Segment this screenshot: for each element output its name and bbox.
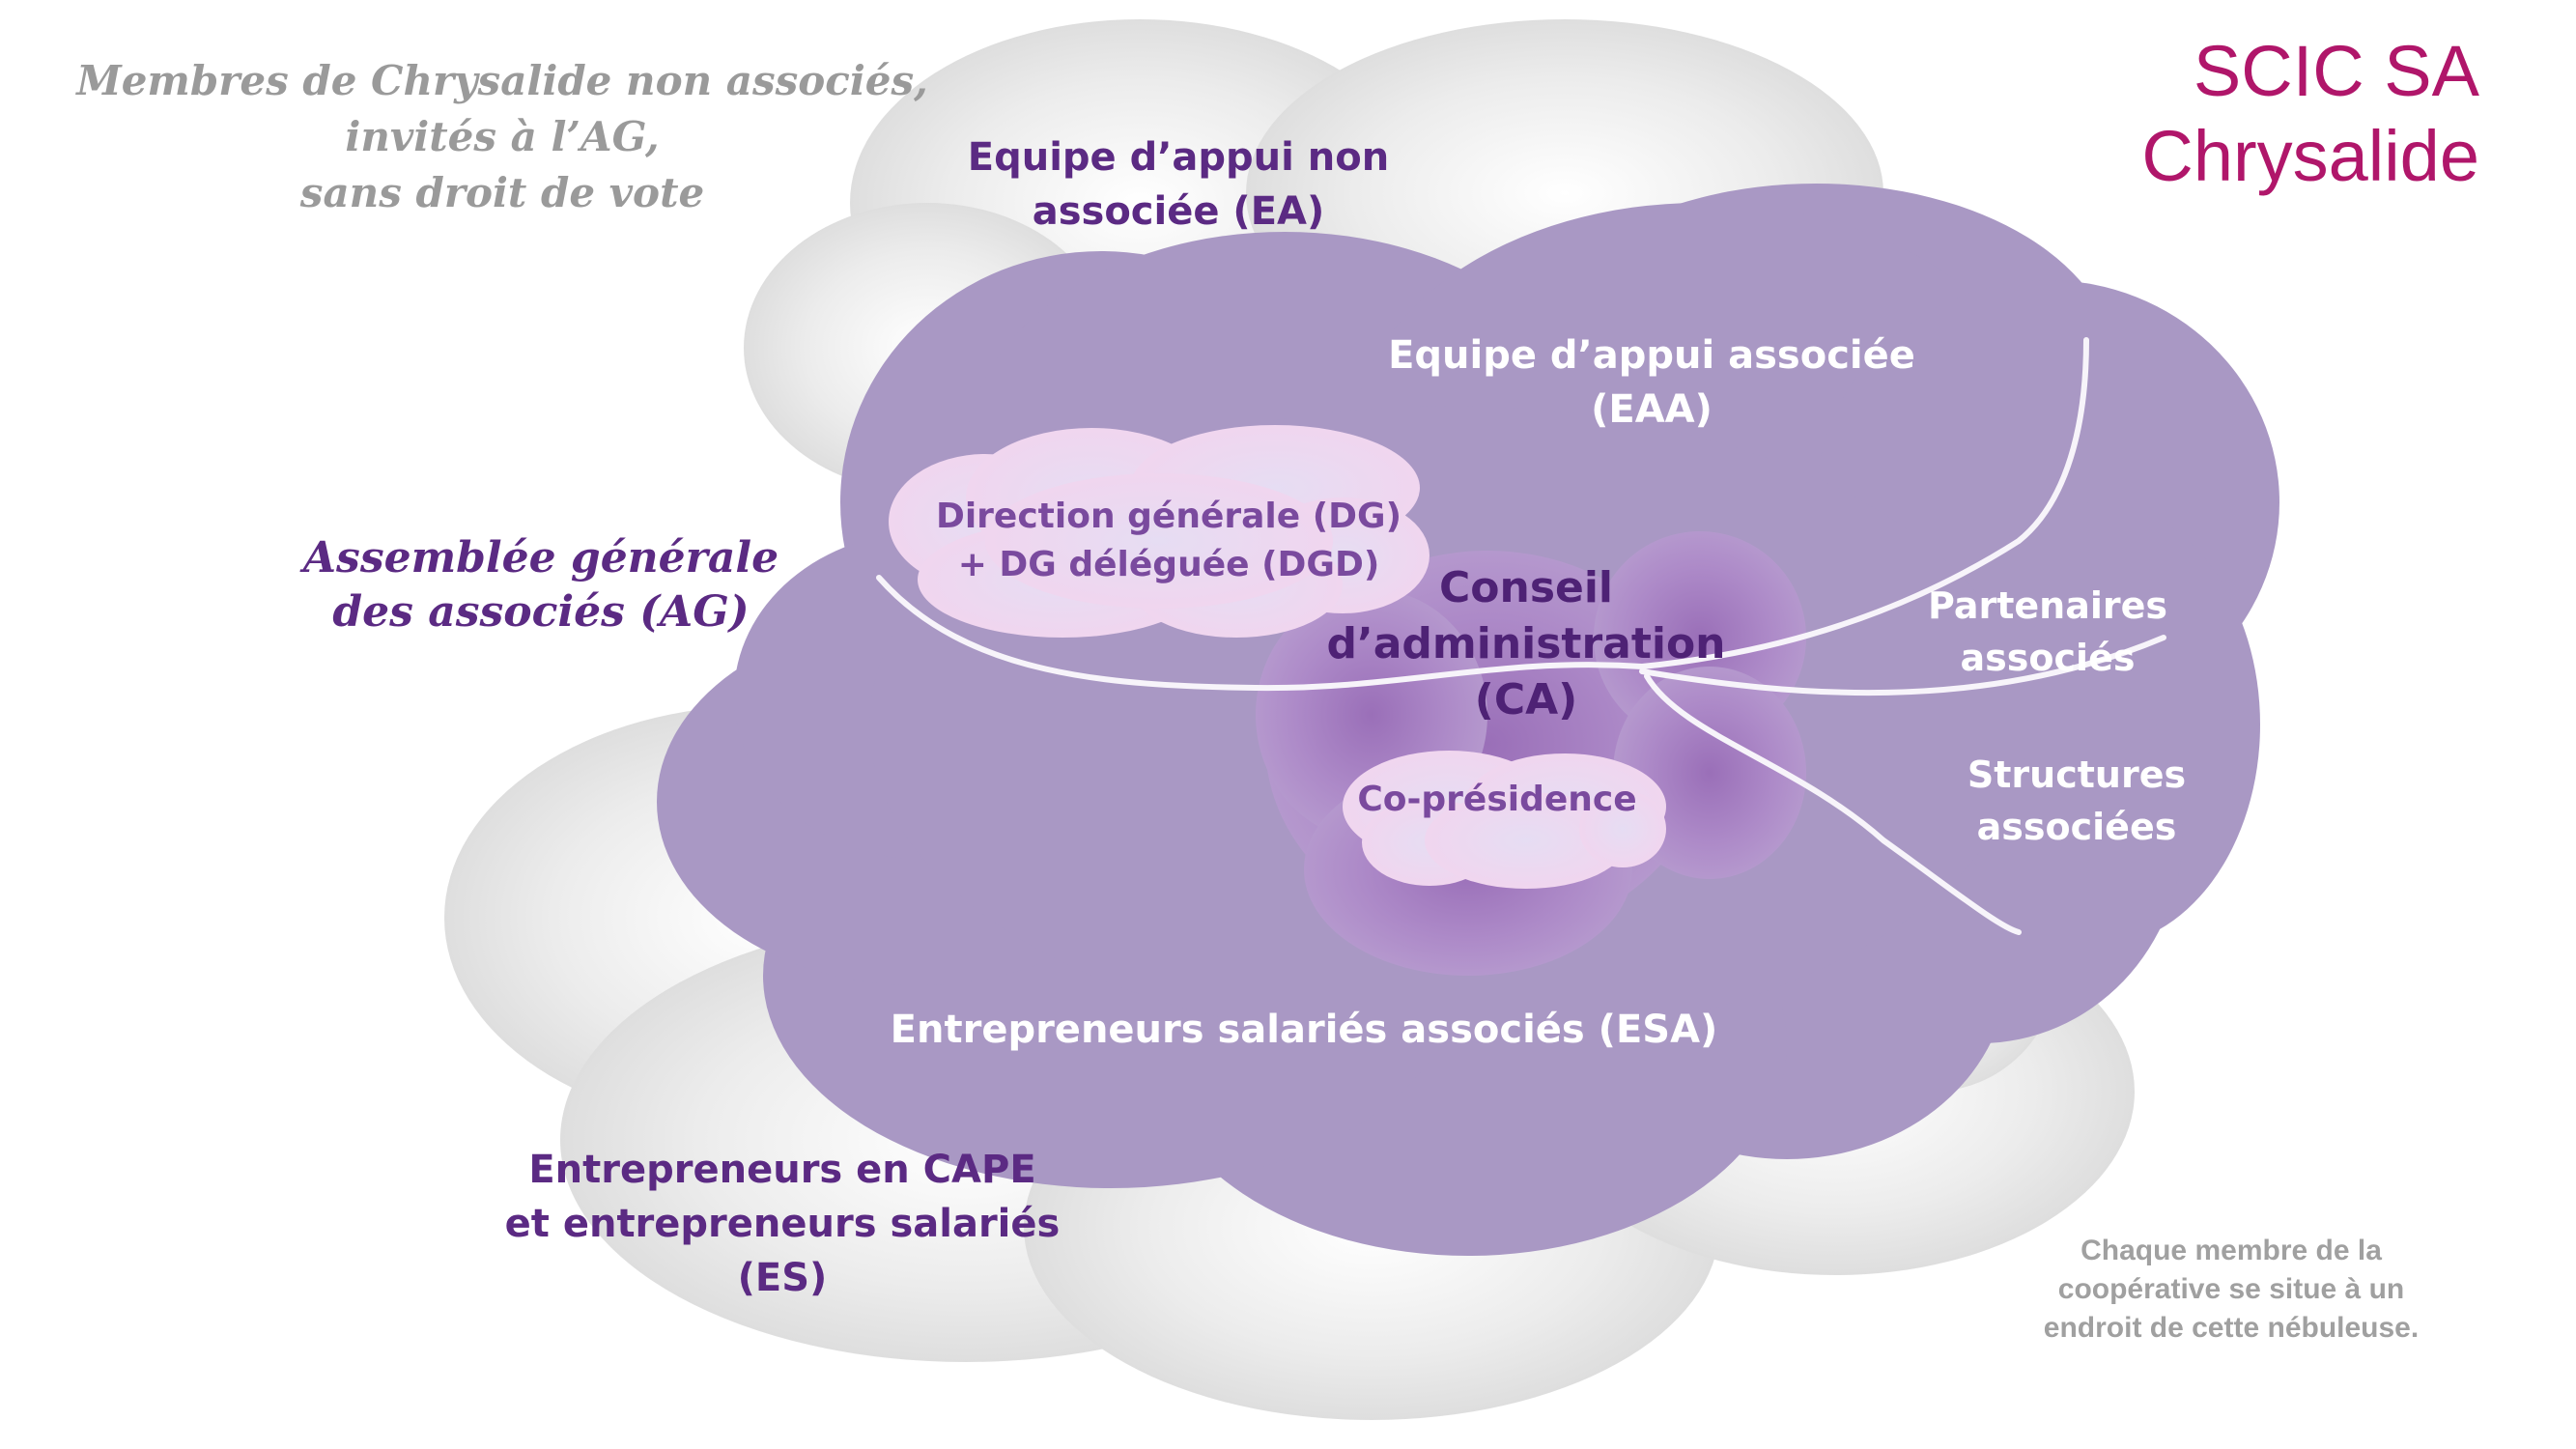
- non-members-label: Membres de Chrysalide non associés, invi…: [76, 57, 928, 216]
- dg-label: Direction générale (DG) + DG déléguée (D…: [935, 497, 1402, 584]
- es-label: Entrepreneurs en CAPE et entrepreneurs s…: [504, 1148, 1061, 1300]
- ea-label: Equipe d’appui non associée (EA): [967, 135, 1390, 234]
- ag-label: Assemblée générale des associés (AG): [302, 533, 779, 637]
- ca-label: Conseil d’administration (CA): [1326, 563, 1726, 724]
- partenaires-label: Partenaires associés: [1927, 584, 2167, 679]
- dg-cloud: [889, 425, 1430, 638]
- esa-label: Entrepreneurs salariés associés (ESA): [890, 1008, 1718, 1052]
- separator-lines: [876, 337, 2166, 935]
- footnote: Chaque membre de la coopérative se situe…: [2043, 1235, 2420, 1344]
- title: SCIC SA Chrysalide: [2141, 31, 2479, 196]
- copresidence-cloud: [1343, 751, 1666, 889]
- structures-label: Structures associées: [1967, 753, 2187, 848]
- copresidence-label: Co-présidence: [1357, 780, 1637, 819]
- eaa-label: Equipe d’appui associée (EAA): [1388, 333, 1915, 432]
